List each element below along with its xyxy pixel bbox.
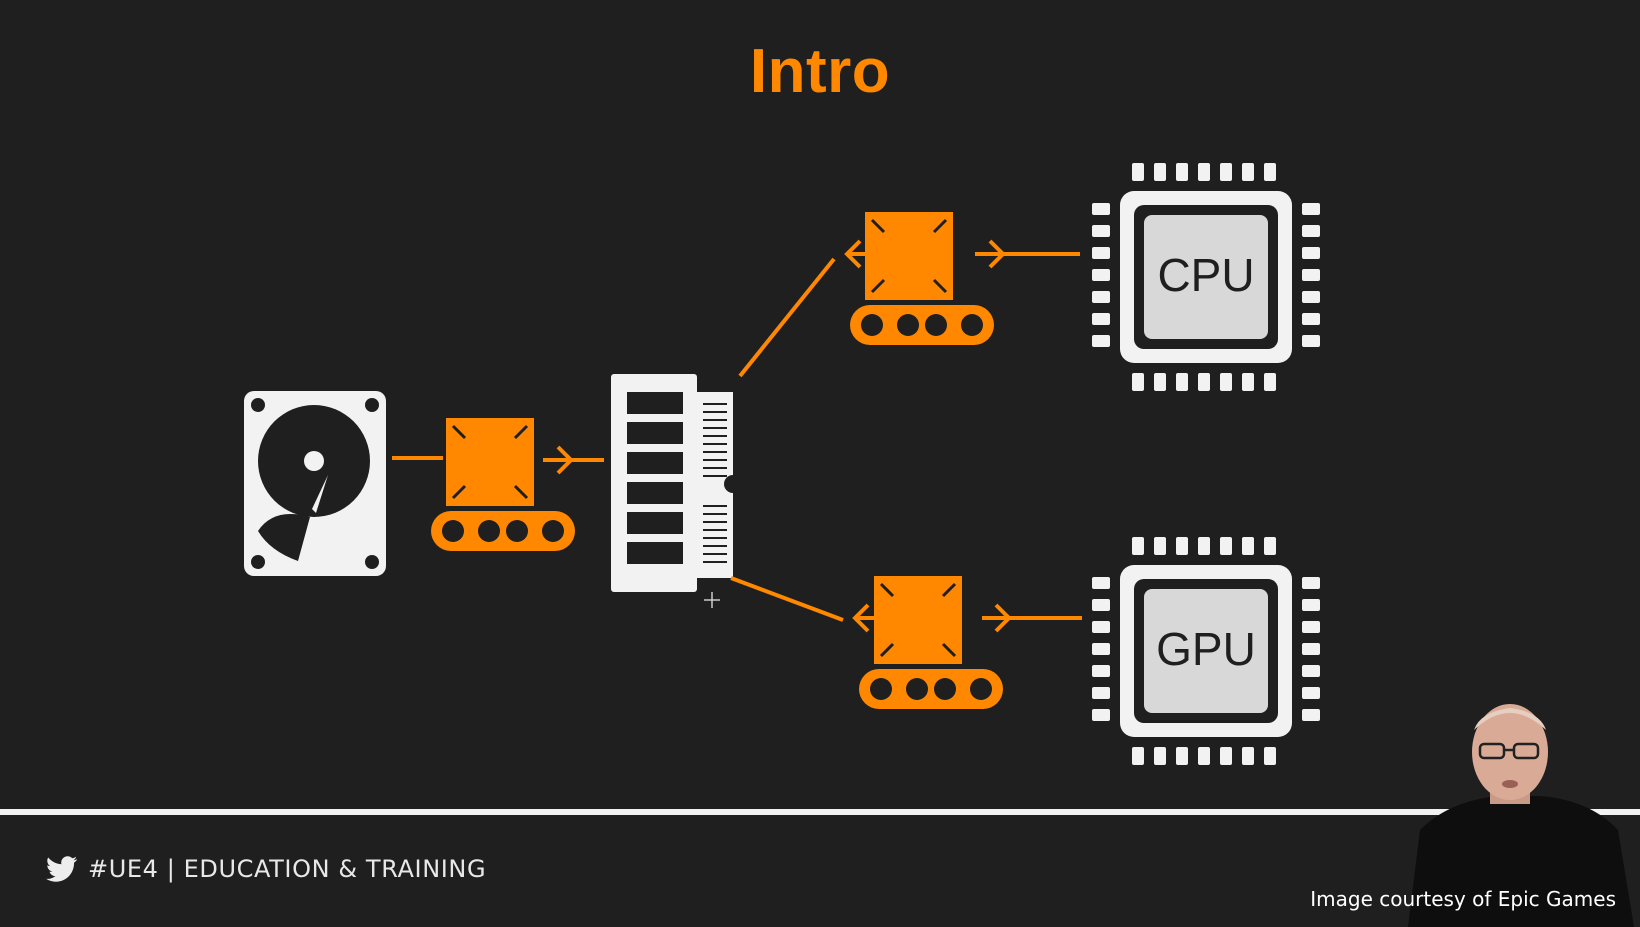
twitter-bird-icon xyxy=(46,856,78,882)
image-credit: Image courtesy of Epic Games xyxy=(1310,887,1616,911)
gpu-label: GPU xyxy=(1156,623,1256,675)
arrow-to-ram xyxy=(543,445,604,475)
move-cursor-icon xyxy=(704,592,720,608)
diagram xyxy=(244,163,1320,765)
hard-drive-icon xyxy=(244,391,386,576)
slide: Intro xyxy=(244,37,1320,765)
footer-brand: #UE4 | EDUCATION & TRAINING xyxy=(46,855,486,883)
footer-divider xyxy=(0,809,1640,815)
footer-bar xyxy=(0,815,1640,927)
ram-to-cpu-line xyxy=(738,257,836,378)
cpu-label: CPU xyxy=(1157,249,1255,301)
ram-icon xyxy=(611,374,742,592)
conveyor-icon xyxy=(857,574,1005,711)
presenter-webcam xyxy=(1408,704,1634,927)
footer-hashtag: #UE4 | EDUCATION & TRAINING xyxy=(88,855,487,883)
conveyor-icon xyxy=(429,416,577,553)
ram-to-gpu-line xyxy=(730,576,844,622)
arrow-cpu-right xyxy=(975,239,1080,269)
arrow-gpu-right xyxy=(982,603,1082,633)
conveyor-icon xyxy=(848,210,996,347)
slide-title: Intro xyxy=(749,37,891,106)
